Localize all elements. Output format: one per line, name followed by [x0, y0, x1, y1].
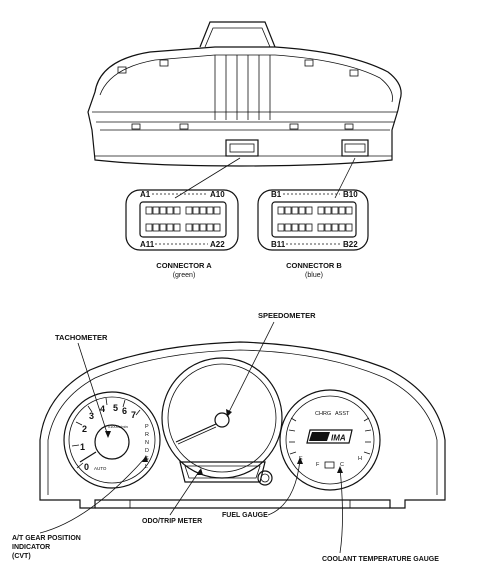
odo-trip-arrow	[197, 468, 203, 475]
temp-h-label: H	[358, 456, 362, 462]
connector-b-name: CONNECTOR B	[286, 261, 342, 270]
connector-b-leader	[334, 157, 356, 199]
at-gear-arrow	[142, 455, 148, 462]
connector-a-pin-a10: A10	[210, 190, 225, 199]
connector-a-color: (green)	[173, 272, 196, 279]
tachometer-leader	[77, 342, 109, 437]
fuel-gauge-leader	[267, 459, 301, 516]
cluster-front-face	[39, 341, 446, 509]
temp-c-label: C	[340, 462, 344, 468]
tach-auto-label: AUTO	[94, 466, 107, 471]
tachometer-label: TACHOMETER	[55, 333, 108, 342]
asst-label: ASST	[335, 411, 350, 417]
connector-a-callout: A1 A10 A11 A22 CONNECTOR A (green)	[125, 189, 239, 279]
tach-num-5: 5	[113, 403, 118, 413]
fuel-gauge-label: FUEL GAUGE	[222, 512, 268, 519]
connector-b-pin-b22: B22	[343, 240, 358, 249]
tach-num-6: 6	[122, 406, 127, 416]
connector-b-callout: B1 B10 B11 B22 CONNECTOR B (blue)	[257, 189, 369, 279]
tach-num-4: 4	[100, 404, 105, 414]
coolant-gauge-label: COOLANT TEMPERATURE GAUGE	[322, 556, 439, 563]
tachometer-dial: 0 1 2 3 4 5 6 7 x1000r/min AUTO P R N D …	[63, 391, 161, 489]
tach-num-7: 7	[131, 410, 136, 420]
tach-unit: x1000r/min	[108, 424, 128, 429]
connector-a-pin-a22: A22	[210, 240, 225, 249]
speedometer-label: SPEEDOMETER	[258, 311, 316, 320]
speedometer-arrow	[226, 409, 232, 417]
right-gauge-dial: CHRG ASST IMA E F C H	[279, 389, 381, 491]
chrg-label: CHRG	[315, 411, 331, 417]
connector-b-pin-b1: B1	[271, 190, 282, 199]
coolant-gauge-leader	[339, 467, 343, 554]
odo-trip-display	[179, 461, 266, 483]
fuel-f-label: F	[316, 462, 320, 468]
tachometer-arrow	[105, 431, 111, 438]
cluster-rear-housing	[87, 21, 402, 167]
tach-num-3: 3	[89, 411, 94, 421]
connector-b-pin-b11: B11	[271, 240, 286, 249]
gear-l: L	[145, 464, 148, 470]
gear-d: D	[145, 448, 149, 454]
connector-a-pin-a1: A1	[140, 190, 151, 199]
at-gear-leader	[39, 457, 146, 534]
connector-b-pin-b10: B10	[343, 190, 358, 199]
tach-num-0: 0	[84, 462, 89, 472]
gear-n: N	[145, 440, 149, 446]
odo-trip-leader	[169, 469, 201, 516]
speedometer-dial	[161, 357, 283, 479]
connector-a-leader	[174, 157, 241, 199]
ima-badge: IMA	[331, 434, 346, 443]
odo-trip-label: ODO/TRIP METER	[142, 518, 202, 525]
tach-num-2: 2	[82, 424, 87, 434]
fuel-gauge-arrow	[297, 457, 303, 464]
connector-b-color: (blue)	[305, 272, 323, 279]
connector-a-pin-a11: A11	[140, 240, 155, 249]
fuel-e-label: E	[299, 456, 303, 462]
gear-p: P	[145, 424, 149, 430]
at-gear-label-3: (CVT)	[12, 553, 31, 560]
at-gear-label-2: INDICATOR	[12, 544, 50, 551]
gear-r: R	[145, 432, 149, 438]
speedometer-leader	[227, 321, 275, 415]
connector-a-socket	[225, 139, 259, 157]
coolant-gauge-arrow	[337, 466, 343, 473]
reset-knob	[257, 470, 273, 486]
at-gear-label-1: A/T GEAR POSITION	[12, 535, 81, 542]
connector-b-socket	[341, 139, 369, 157]
tach-num-1: 1	[80, 442, 85, 452]
connector-a-name: CONNECTOR A	[156, 261, 212, 270]
